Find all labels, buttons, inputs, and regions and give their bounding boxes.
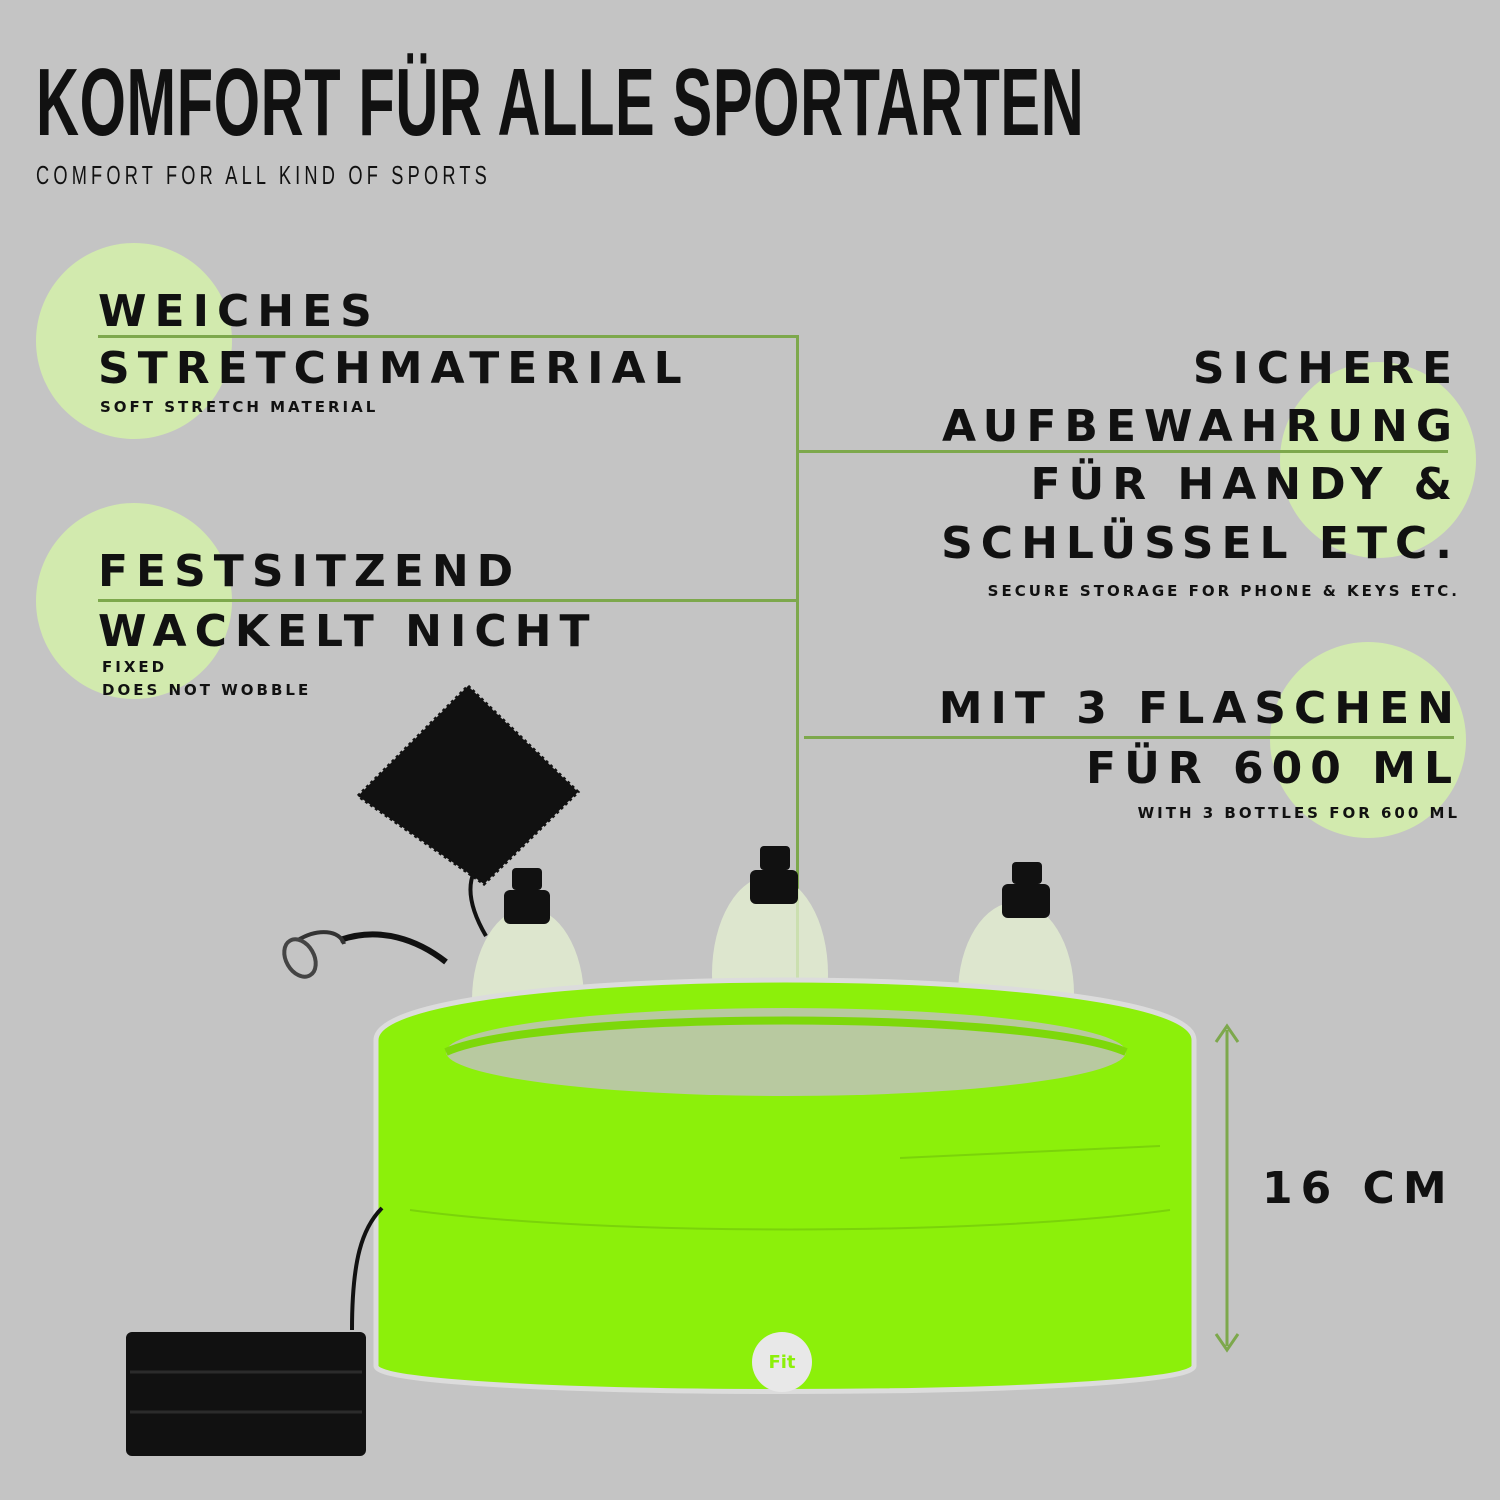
- leader-line-storage: [798, 450, 1448, 453]
- fixed-fit-heading-line2: WACKELT NICHT: [98, 606, 598, 657]
- soft-material-caption: SOFT STRETCH MATERIAL: [100, 398, 379, 416]
- page-subtitle: COMFORT FOR ALL KIND OF SPORTS: [36, 160, 492, 190]
- accent-blob-soft-material: [36, 243, 232, 439]
- leader-line-soft-material: [98, 335, 798, 338]
- leader-line-fixed-fit: [98, 599, 798, 602]
- storage-heading-line1: SICHERE: [1192, 343, 1460, 394]
- storage-caption: SECURE STORAGE FOR PHONE & KEYS ETC.: [987, 582, 1460, 600]
- storage-heading-line2: AUFBEWAHRUNG: [941, 401, 1460, 452]
- page-title: KOMFORT FÜR ALLE SPORTARTEN: [36, 49, 1085, 156]
- key-pouch-icon: [126, 1206, 384, 1456]
- leader-line-bottles: [804, 736, 1454, 739]
- leader-line-vertical: [796, 335, 799, 1223]
- cleaning-cloth-icon: [355, 683, 581, 938]
- fixed-fit-heading-line1: FESTSITZEND: [98, 546, 522, 597]
- bottles-heading-line2: FÜR 600 ML: [1086, 743, 1460, 794]
- carabiner-lanyard-icon: [282, 930, 448, 979]
- soft-material-heading-line1: WEICHES: [98, 286, 380, 337]
- height-dimension-label: 16 CM: [1262, 1163, 1455, 1214]
- bottles-caption: WITH 3 BOTTLES FOR 600 ML: [1137, 804, 1460, 822]
- fit-logo-badge: [752, 1332, 812, 1392]
- height-dimension-arrow: [1214, 1023, 1240, 1353]
- fit-logo-text: Fit: [768, 1352, 795, 1373]
- soft-material-heading-line2: STRETCHMATERIAL: [98, 343, 690, 394]
- accent-blob-bottles: [1270, 642, 1466, 838]
- storage-heading-line3: FÜR HANDY &: [1030, 459, 1460, 510]
- accent-blob-storage: [1280, 362, 1476, 558]
- fixed-fit-caption-line2: DOES NOT WOBBLE: [102, 681, 312, 699]
- fixed-fit-caption-line1: FIXED: [102, 658, 168, 676]
- bottles-heading-line1: MIT 3 FLASCHEN: [938, 683, 1462, 734]
- storage-heading-line4: SCHLÜSSEL ETC.: [941, 518, 1460, 569]
- belt-illustration: Fit: [373, 977, 1197, 1394]
